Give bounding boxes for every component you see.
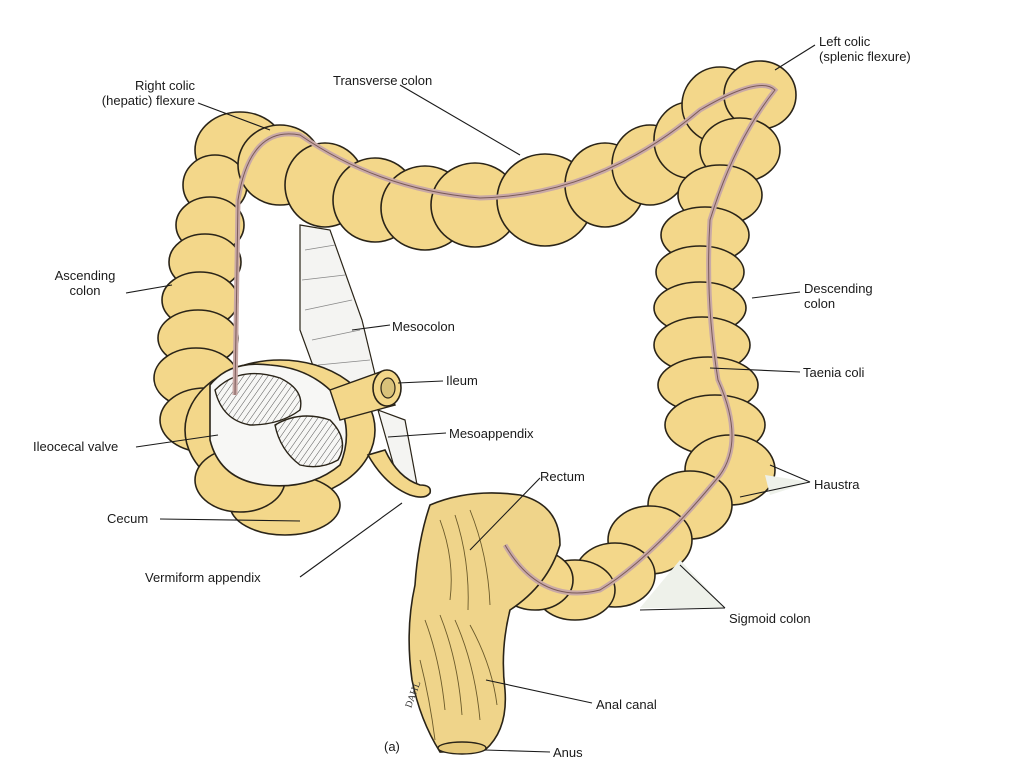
- label-ascending-line1: Ascending: [54, 268, 116, 283]
- rectum: [408, 492, 561, 755]
- ileum: [329, 369, 402, 421]
- label-ileum: Ileum: [446, 373, 478, 388]
- leader-lines: [125, 44, 816, 753]
- mesocolon-striations: [301, 244, 371, 366]
- label-descending-line1: Descending: [804, 281, 873, 296]
- sigmoid-pointer-wedge: [640, 560, 725, 608]
- label-anus: Anus: [553, 745, 583, 760]
- taenia-coli-outline: [234, 85, 776, 594]
- ileocecal-valve-lip-lower: [274, 415, 344, 468]
- panel-label: (a): [384, 739, 400, 754]
- anus-opening: [437, 741, 487, 755]
- label-mesocolon: Mesocolon: [392, 319, 455, 334]
- label-rectum: Rectum: [540, 469, 585, 484]
- label-ascending-line2: colon: [69, 283, 101, 298]
- label-ascending-colon: Ascending colon: [40, 268, 130, 298]
- label-left-colic: Left colic (splenic flexure): [819, 34, 911, 64]
- label-ileocecal-valve: Ileocecal valve: [33, 439, 119, 454]
- label-anal-canal: Anal canal: [596, 697, 657, 712]
- label-mesoappendix: Mesoappendix: [449, 426, 534, 441]
- descending-colon: [653, 117, 781, 456]
- label-right-colic: Right colic (hepatic) flexure: [60, 78, 195, 108]
- label-transverse-colon: Transverse colon: [333, 73, 433, 88]
- label-left-colic-line2: (splenic flexure): [819, 49, 911, 64]
- haustra-pointer-wedge: [765, 475, 810, 495]
- label-left-colic-line1: Left colic: [819, 34, 871, 49]
- label-descending-colon: Descending colon: [804, 281, 873, 311]
- label-sigmoid-colon: Sigmoid colon: [729, 611, 811, 626]
- label-descending-line2: colon: [804, 296, 836, 311]
- label-taenia-coli: Taenia coli: [803, 365, 865, 380]
- vermiform-appendix: [366, 449, 432, 498]
- label-haustra: Haustra: [814, 477, 860, 492]
- label-vermiform-appendix: Vermiform appendix: [145, 570, 261, 585]
- label-right-colic-line2: (hepatic) flexure: [101, 93, 195, 108]
- label-right-colic-line1: Right colic: [135, 78, 195, 93]
- label-cecum: Cecum: [107, 511, 149, 526]
